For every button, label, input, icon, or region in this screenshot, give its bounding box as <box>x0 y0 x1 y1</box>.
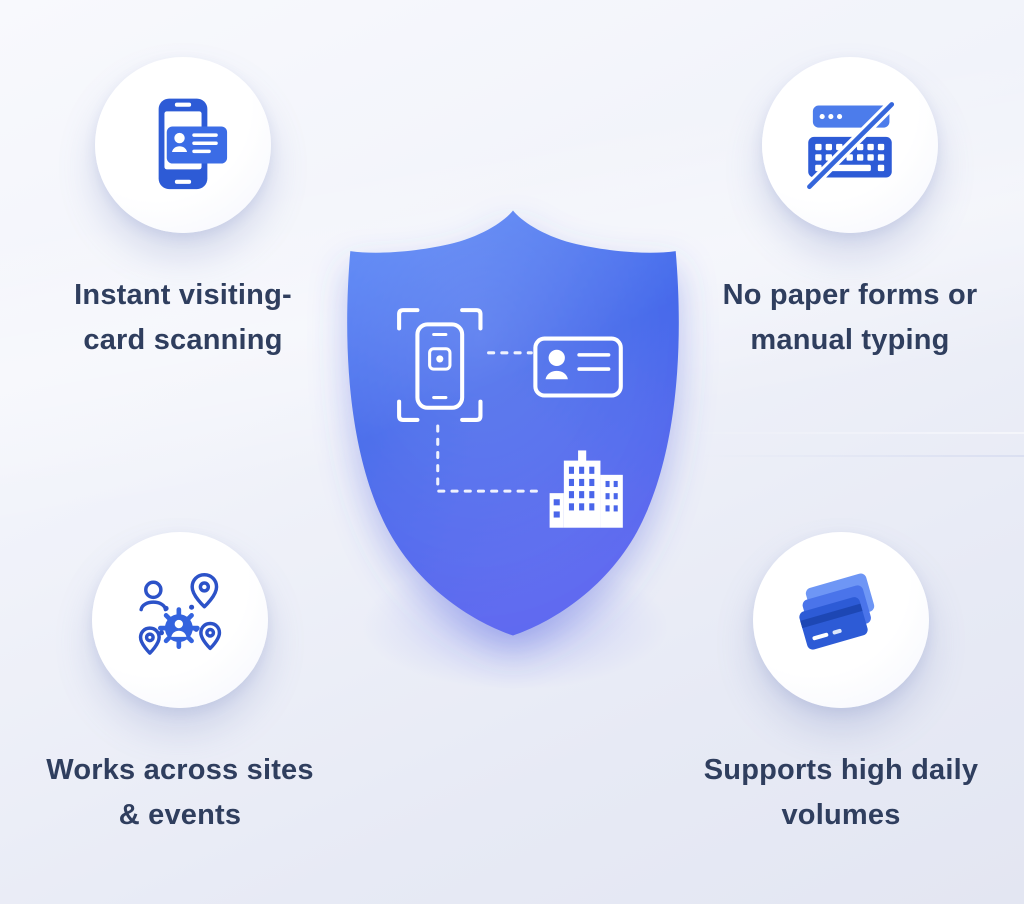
feature-label-line: Instant visiting- <box>74 279 292 311</box>
feature-label-line: volumes <box>781 799 901 831</box>
feature-label: Supports high daily volumes <box>679 748 1003 838</box>
feature-works-across-sites: Works across sites & events <box>18 532 342 838</box>
cards-stack-icon <box>799 573 875 650</box>
shield-icon <box>347 210 679 636</box>
feature-label: Instant visiting- card scanning <box>28 273 338 363</box>
people-locations-icon <box>138 573 222 655</box>
feature-label-line: No paper forms or <box>722 279 978 311</box>
feature-label-line: Works across sites <box>46 754 314 786</box>
feature-no-manual-typing: No paper forms or manual typing <box>689 57 1011 363</box>
icon-circle <box>762 57 938 233</box>
phone-scan-icon <box>397 308 483 422</box>
shield-graphic <box>332 204 694 644</box>
keyboard-slash-icon <box>804 99 897 192</box>
shield-body <box>347 210 679 636</box>
icon-circle <box>753 532 929 708</box>
gear-person-icon <box>157 607 200 649</box>
id-card-icon <box>533 336 623 398</box>
icon-circle <box>92 532 268 708</box>
feature-instant-scanning: Instant visiting- card scanning <box>28 57 338 363</box>
decor-line <box>700 455 1024 457</box>
feature-label: Works across sites & events <box>18 748 342 838</box>
building-icon <box>549 450 623 528</box>
feature-high-volumes: Supports high daily volumes <box>679 532 1003 838</box>
dashed-connector <box>436 351 546 493</box>
feature-label-line: card scanning <box>83 324 283 356</box>
phone-card-icon <box>158 98 228 190</box>
feature-label-line: & events <box>118 799 242 831</box>
feature-label-line: Supports high daily <box>703 754 979 786</box>
feature-label: No paper forms or manual typing <box>689 273 1011 363</box>
icon-circle <box>95 57 271 233</box>
decor-line <box>668 432 1024 434</box>
feature-label-line: manual typing <box>750 324 950 356</box>
